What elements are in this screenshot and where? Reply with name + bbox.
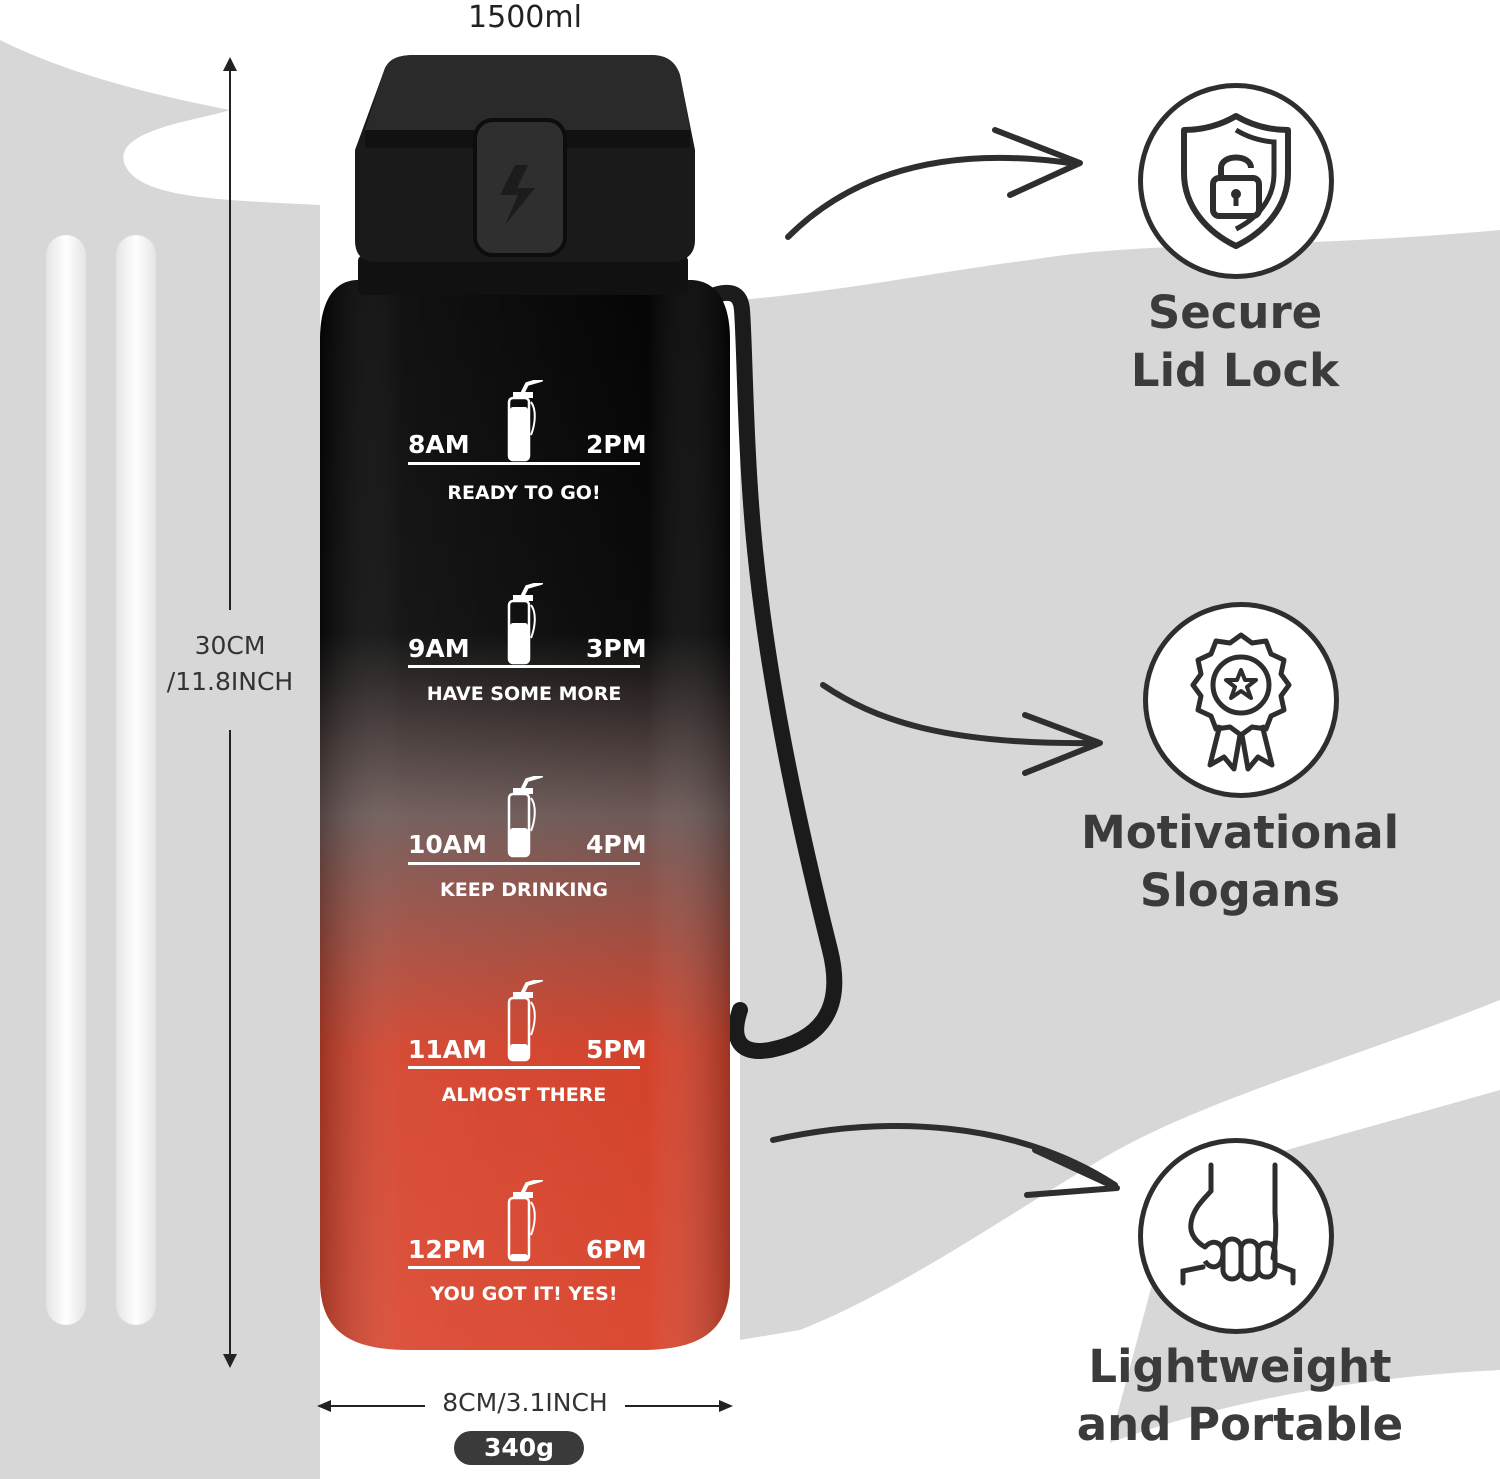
- marker-left-9am: 9AM: [408, 634, 470, 663]
- feature-icon-circle: [1143, 602, 1339, 798]
- marker-line: [408, 462, 640, 465]
- width-label: 8CM/3.1INCH: [425, 1388, 625, 1417]
- height-label: 30CM /11.8INCH: [150, 628, 310, 700]
- weight-badge: 340g: [454, 1431, 584, 1465]
- mini-bottle-icon: [507, 980, 543, 1062]
- mini-bottle-icon: [507, 1180, 543, 1262]
- marker-right-5pm: 5PM: [586, 1035, 647, 1064]
- slogan-5: YOU GOT IT! YES!: [430, 1283, 618, 1305]
- feature-icon-circle: [1138, 1138, 1334, 1334]
- slogan-3: KEEP DRINKING: [440, 879, 608, 901]
- marker-left-8am: 8AM: [408, 430, 470, 459]
- award-ribbon-icon: [1190, 632, 1292, 772]
- slogan-4: ALMOST THERE: [441, 1084, 607, 1106]
- straw-tube-right: [116, 235, 156, 1325]
- feature-title-line1: Motivational: [1080, 806, 1399, 859]
- arrow-to-slogans: [820, 682, 1103, 776]
- straw-tube-left: [46, 235, 86, 1325]
- feature-title-line2: Lid Lock: [1130, 344, 1340, 397]
- feature-icon-circle: [1138, 83, 1334, 279]
- marker-line: [408, 1066, 640, 1069]
- feature-title-line1: Secure: [1147, 286, 1323, 339]
- feature-lightweight-portable: Lightweight and Portable: [1060, 1338, 1420, 1454]
- feature-motivational-slogans: Motivational Slogans: [1060, 804, 1420, 920]
- mini-bottle-icon: [507, 776, 543, 858]
- slogan-2: HAVE SOME MORE: [426, 683, 622, 705]
- arrow-to-portable: [770, 1123, 1120, 1198]
- marker-left-10am: 10AM: [408, 830, 488, 859]
- feature-secure-lid-lock: Secure Lid Lock: [1080, 284, 1390, 400]
- feature-title-line1: Lightweight: [1088, 1340, 1392, 1393]
- marker-right-3pm: 3PM: [586, 634, 647, 663]
- feature-title-line2: and Portable: [1076, 1398, 1404, 1451]
- hand-grip-icon: [1180, 1162, 1296, 1286]
- marker-left-11am: 11AM: [408, 1035, 488, 1064]
- height-dimension-arrow: [223, 57, 237, 1368]
- height-inch: /11.8INCH: [166, 667, 294, 696]
- marker-line: [408, 862, 640, 865]
- feature-title-line2: Slogans: [1139, 864, 1341, 917]
- marker-right-2pm: 2PM: [586, 430, 647, 459]
- height-cm: 30CM: [194, 631, 266, 660]
- arrow-to-lid-lock: [785, 127, 1083, 240]
- marker-line: [408, 1266, 640, 1269]
- mini-bottle-icon: [507, 583, 543, 665]
- marker-right-6pm: 6PM: [586, 1235, 647, 1264]
- marker-right-4pm: 4PM: [586, 830, 647, 859]
- mini-bottle-icon: [507, 380, 543, 462]
- water-bottle: [320, 55, 843, 1350]
- marker-line: [408, 665, 640, 668]
- slogan-1: READY TO GO!: [447, 482, 601, 504]
- capacity-label: 1500ml: [468, 0, 582, 35]
- marker-left-12pm: 12PM: [408, 1235, 486, 1264]
- shield-lock-icon: [1181, 113, 1291, 249]
